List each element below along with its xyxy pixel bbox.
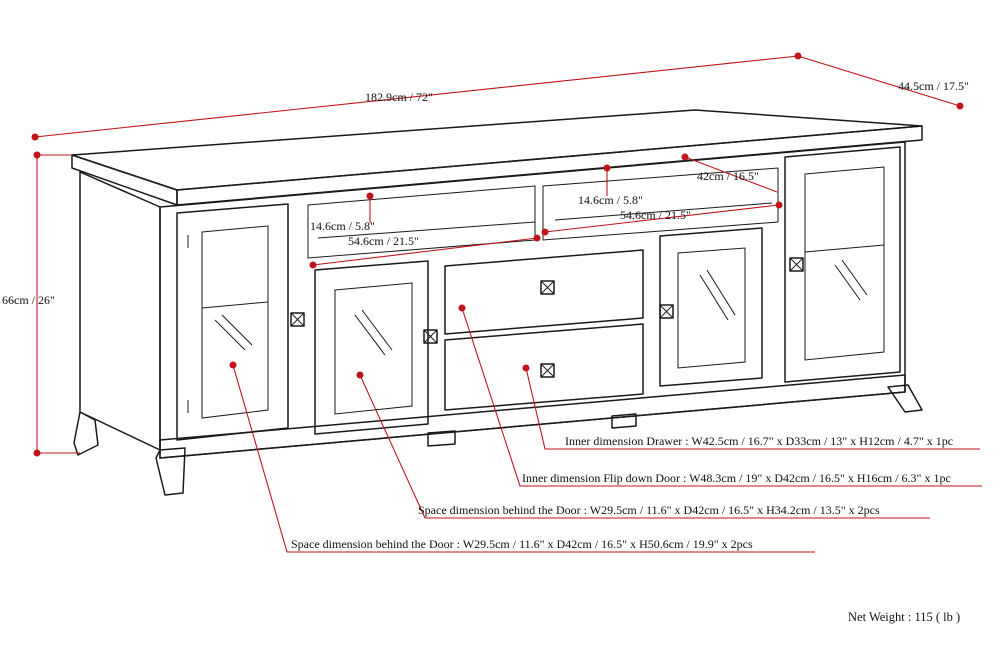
net-weight-label: Net Weight : 115 ( lb ) [848, 610, 961, 624]
width-label: 182.9cm / 72" [365, 90, 433, 104]
callout-labels: Inner dimension Drawer : W42.5cm / 16.7"… [291, 434, 953, 551]
top-front-edge [71, 154, 178, 206]
drawer [444, 323, 644, 411]
center-foot-left [427, 430, 456, 447]
flip-down-door [444, 249, 644, 335]
callout-space-behind-door-large: Space dimension behind the Door : W29.5c… [291, 537, 753, 551]
left-back-leg [73, 411, 99, 456]
depth-label: 44.5cm / 17.5" [898, 79, 969, 93]
callout-flip-down-door: Inner dimension Flip down Door : W48.3cm… [522, 471, 951, 485]
right-door-glass [804, 166, 885, 361]
shelf-depth-label: 42cm / 16.5" [697, 169, 759, 183]
inner-left-door-glass [334, 282, 413, 415]
inner-left-door [314, 260, 429, 435]
top-right-edge [176, 125, 923, 206]
open-shelf-right [542, 167, 779, 241]
shelf-width-right-label: 54.6cm / 21.5" [620, 208, 691, 222]
inner-right-door [659, 227, 763, 387]
front-right-leg [887, 384, 923, 413]
inner-right-door-glass [677, 247, 746, 369]
dimension-lines [31, 52, 982, 553]
front-plinth [159, 374, 906, 459]
flip-door-handle [540, 280, 555, 295]
left-door [176, 203, 289, 441]
dimension-labels: 182.9cm / 72" 44.5cm / 17.5" 66cm / 26" … [2, 79, 969, 307]
callout-drawer: Inner dimension Drawer : W42.5cm / 16.7"… [565, 434, 953, 448]
front-left-leg [155, 447, 186, 496]
height-label: 66cm / 26" [2, 293, 55, 307]
shelf-width-left-label: 54.6cm / 21.5" [348, 234, 419, 248]
callout-space-behind-door-small: Space dimension behind the Door : W29.5c… [418, 503, 880, 517]
shelf-height-left-label: 14.6cm / 5.8" [310, 219, 375, 233]
door-knobs [290, 257, 804, 344]
drawer-handle [540, 363, 555, 378]
left-shelf [201, 301, 269, 309]
shelf-height-right-label: 14.6cm / 5.8" [578, 193, 643, 207]
right-door [784, 146, 901, 383]
center-foot-right [611, 413, 637, 429]
left-door-glass [201, 225, 269, 419]
left-side-panel [79, 171, 161, 451]
front-frame [159, 141, 906, 459]
tv-stand-drawing [71, 109, 923, 496]
